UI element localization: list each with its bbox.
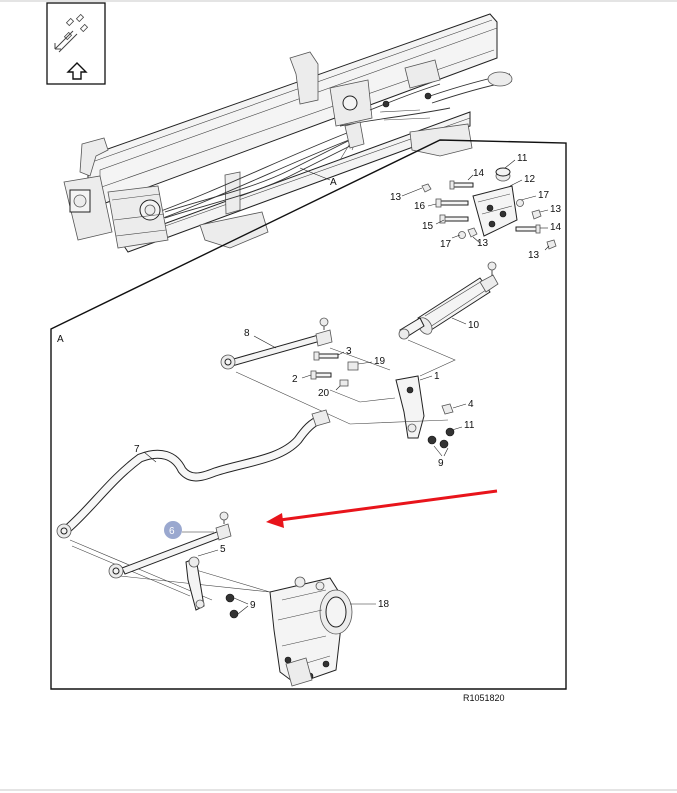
pitman-bracket-1 (395, 375, 455, 449)
drag-link-7 (56, 409, 331, 539)
label-5: 5 (220, 544, 226, 555)
svg-text:A: A (330, 177, 337, 188)
bracket-assembly (421, 167, 557, 250)
label-7: 7 (134, 444, 140, 455)
front-arrow-icon (46, 2, 106, 85)
bolt-14-upper (449, 180, 474, 190)
label-10: 10 (468, 320, 480, 331)
bolt-15 (439, 214, 469, 224)
tie-rod-6 (108, 511, 232, 579)
label-17-right: 17 (538, 190, 550, 201)
callout-a-upper: A (299, 167, 337, 188)
label-9-upper: 9 (438, 458, 444, 469)
label-9-lower: 9 (250, 600, 256, 611)
reference-code: R1051820 (463, 693, 505, 703)
label-18: 18 (378, 599, 390, 610)
pitman-arm-5 (185, 556, 239, 619)
label-14-lower: 14 (550, 222, 562, 233)
label-15: 15 (422, 221, 434, 232)
label-14-upper: 14 (473, 168, 485, 179)
highlight-arrow (266, 489, 498, 528)
label-2: 2 (292, 374, 298, 385)
label-11-top: 11 (517, 153, 528, 164)
label-12: 12 (524, 174, 536, 185)
detail-frame-label: A (57, 334, 64, 345)
power-cylinder (398, 261, 499, 340)
label-13-left: 13 (390, 192, 402, 203)
part-6-badge[interactable]: 6 (164, 521, 214, 539)
bolt-14-lower (515, 224, 541, 234)
steering-gear-18 (269, 576, 353, 687)
label-16: 16 (414, 201, 426, 212)
label-20: 20 (318, 388, 330, 399)
drag-link-8 (220, 317, 333, 370)
detail-frame-a (50, 139, 567, 690)
label-1: 1 (434, 371, 440, 382)
fasteners-2-3-19-20 (310, 351, 359, 387)
part-labels: 11 14 12 13 17 16 13 15 14 13 17 13 (134, 153, 562, 615)
label-13-bottom: 13 (528, 250, 540, 261)
label-13-right: 13 (550, 204, 562, 215)
bolt-16 (435, 198, 469, 208)
part-6-label: 6 (169, 526, 175, 537)
label-4: 4 (468, 399, 474, 410)
label-8: 8 (244, 328, 250, 339)
label-13-mid: 13 (477, 238, 489, 249)
label-3: 3 (346, 346, 352, 357)
label-17-lower: 17 (440, 239, 452, 250)
chassis-frame (63, 13, 513, 253)
label-11-lower: 11 (464, 420, 475, 431)
label-19: 19 (374, 356, 386, 367)
